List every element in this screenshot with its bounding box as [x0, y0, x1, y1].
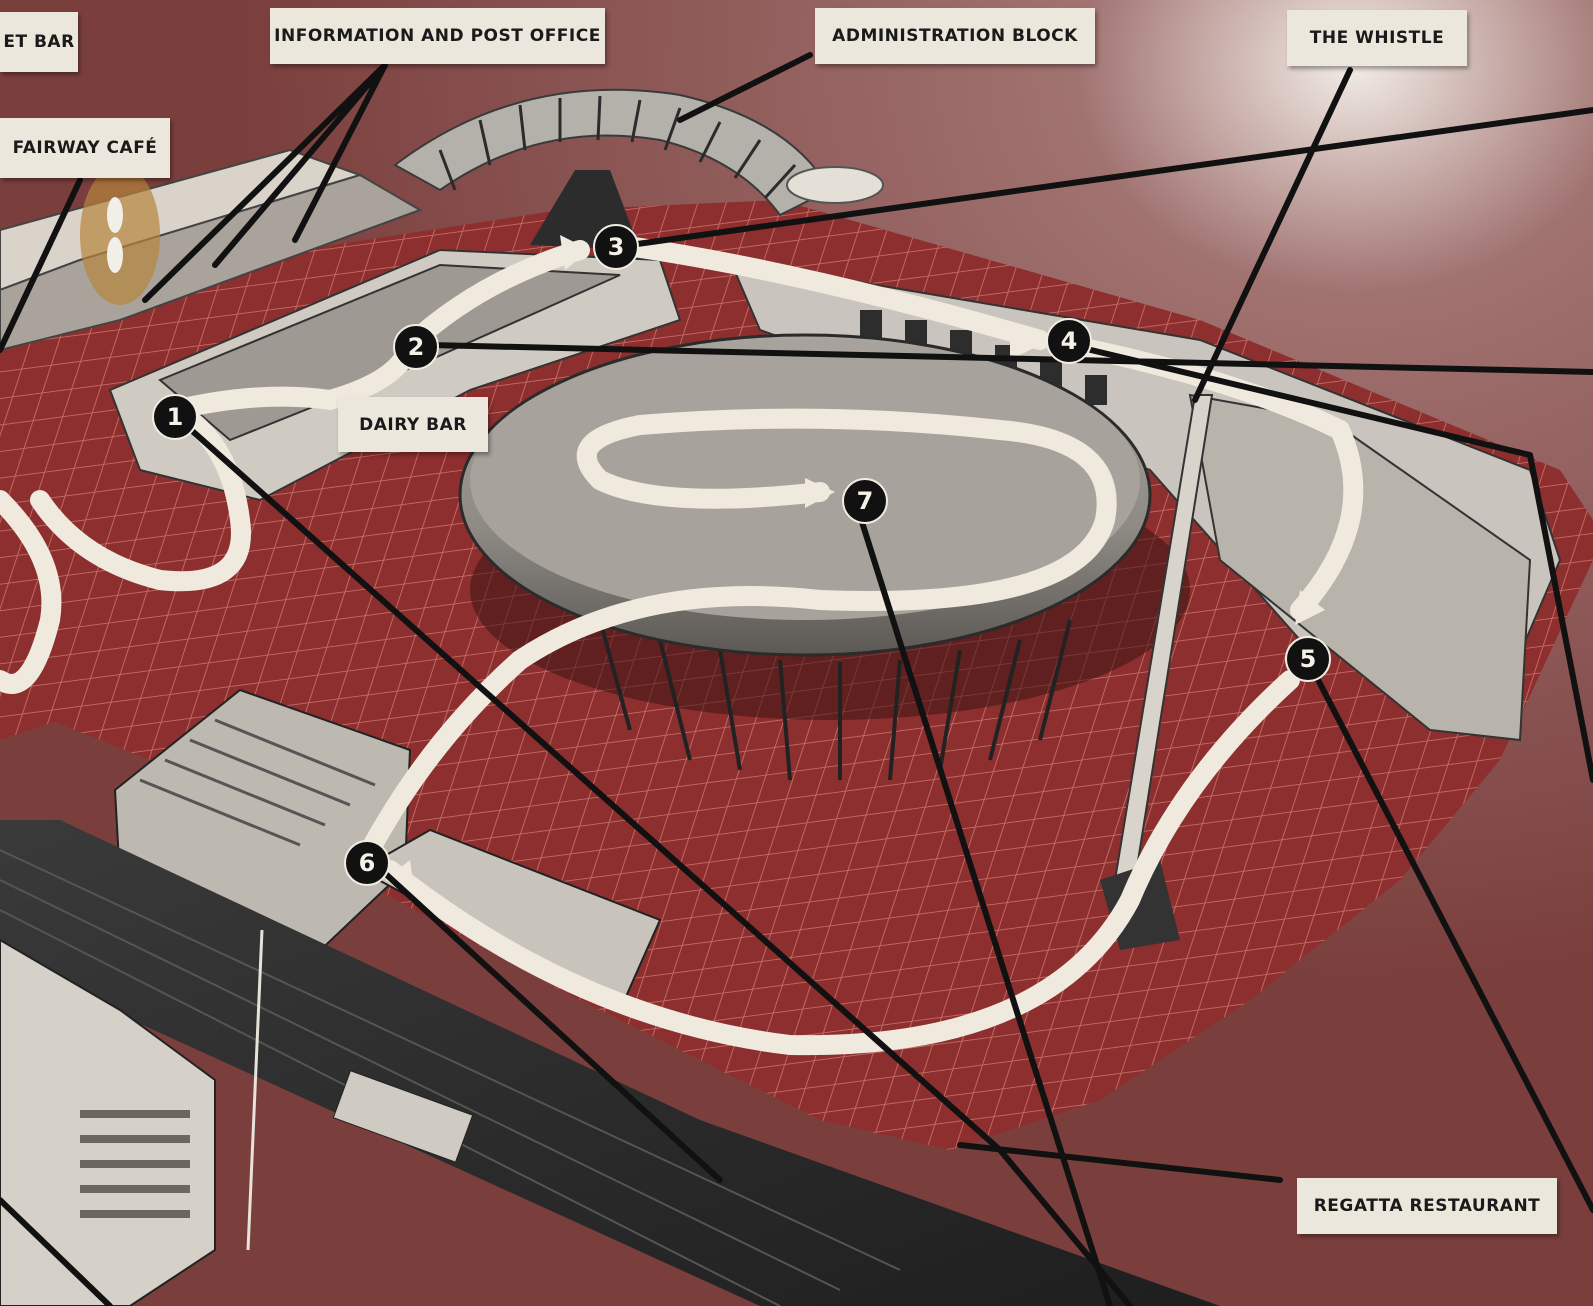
information-building-roof: [0, 173, 423, 352]
label-snack-bar: ET BAR: [0, 12, 78, 72]
route-marker-7: 7: [842, 478, 888, 524]
label-dairy-bar: DAIRY BAR: [338, 397, 488, 452]
label-administration-block: ADMINISTRATION BLOCK: [815, 8, 1095, 64]
paper-stain-hole: [107, 197, 123, 233]
paper-stain-hole: [107, 237, 123, 273]
south-pavilion-roof-ribs: [139, 718, 376, 847]
royal-festival-hall-windows: [80, 1110, 190, 1218]
route-marker-1: 1: [152, 394, 198, 440]
label-regatta-restaurant: REGATTA RESTAURANT: [1297, 1178, 1557, 1234]
dome-supports: [598, 619, 1072, 781]
route-arrowheads: [385, 235, 1325, 895]
label-fairway-cafe: FAIRWAY CAFÉ: [0, 118, 170, 178]
label-the-whistle: THE WHISTLE: [1287, 10, 1467, 66]
paper-stain: [80, 165, 160, 305]
railway-train: [332, 1070, 474, 1163]
route-marker-3: 3: [593, 224, 639, 270]
route-marker-6: 6: [344, 840, 390, 886]
administration-block-frames: [438, 95, 797, 200]
label-pointer-lines: [0, 52, 1593, 1306]
route-marker-4: 4: [1046, 318, 1092, 364]
route-marker-5: 5: [1285, 636, 1331, 682]
umbrella: [786, 166, 884, 204]
railway-viaduct: [0, 820, 1220, 1306]
route-marker-2: 2: [393, 324, 439, 370]
flag-pole: [246, 929, 264, 1251]
label-information-post-office: INFORMATION AND POST OFFICE: [270, 8, 605, 64]
